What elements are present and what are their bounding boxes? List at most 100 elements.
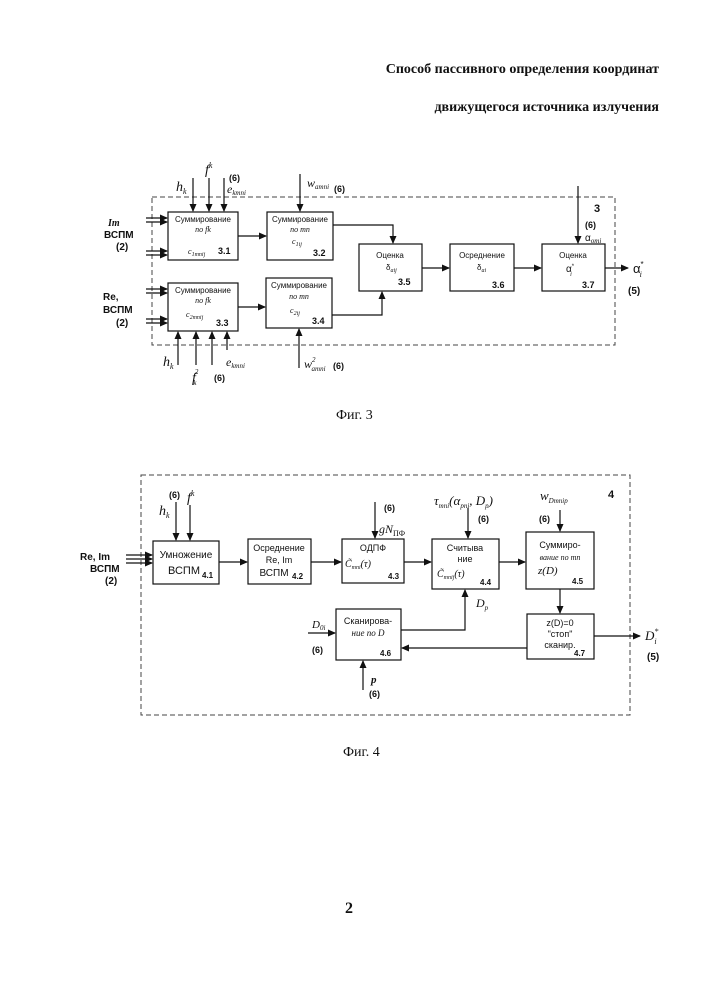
fig4-gnpf: (6) gNПФ	[379, 503, 405, 538]
svg-text:(5): (5)	[628, 286, 640, 297]
svg-text:Суммирование: Суммирование	[175, 286, 232, 295]
fig3-input-im: Im ВСПМ (2)	[104, 218, 134, 253]
svg-text:Im: Im	[107, 218, 120, 229]
svg-text:p: p	[370, 674, 377, 686]
svg-text:(6): (6)	[384, 503, 395, 513]
svg-text:Считыва: Считыва	[447, 543, 483, 553]
svg-text:hk: hk	[159, 504, 170, 520]
fig3-bottom-signals: hk f2k (6) ekmni	[163, 355, 245, 387]
svg-text:ОДПФ: ОДПФ	[360, 543, 386, 553]
svg-text:Оценка: Оценка	[559, 251, 587, 260]
fig4-input: Re, Im ВСПМ (2)	[80, 552, 120, 587]
svg-text:z(D): z(D)	[537, 565, 558, 577]
svg-text:3.6: 3.6	[492, 280, 505, 290]
svg-text:(6): (6)	[333, 361, 344, 371]
svg-text:αomi: αomi	[585, 233, 601, 245]
block-3-5: Оценка δaij 3.5	[359, 244, 422, 291]
svg-text:wamni: wamni	[307, 176, 329, 191]
fig3-caption: Фиг. 3	[336, 408, 373, 424]
svg-text:Осреднение: Осреднение	[459, 251, 505, 260]
block-4-4: Считыва ние C̃mnij(τ) 4.4	[432, 539, 499, 589]
svg-text:Оценка: Оценка	[376, 251, 404, 260]
svg-text:"стоп": "стоп"	[548, 629, 573, 639]
svg-text:Re, Im: Re, Im	[80, 552, 110, 563]
svg-text:fk: fk	[205, 161, 213, 178]
svg-text:Dp: Dp	[475, 596, 489, 612]
svg-text:ние: ние	[457, 554, 472, 564]
svg-text:ние по D: ние по D	[352, 628, 385, 638]
block-4-5: Суммиро- вание по mn z(D) 4.5	[526, 532, 594, 589]
svg-text:3.5: 3.5	[398, 277, 411, 287]
svg-text:(2): (2)	[116, 318, 128, 329]
fig4-p: p (6)	[369, 674, 380, 699]
svg-text:Re,: Re,	[103, 292, 119, 303]
svg-text:3.2: 3.2	[313, 248, 326, 258]
svg-text:ВСПМ: ВСПМ	[259, 568, 288, 579]
fig3-w-bottom: w2amni (6)	[304, 356, 344, 373]
svg-text:Суммирование: Суммирование	[271, 281, 328, 290]
svg-text:(6): (6)	[369, 689, 380, 699]
fig3-w-top: wamni (6)	[307, 176, 345, 194]
svg-text:ВСПМ: ВСПМ	[168, 565, 200, 577]
fig3-alpha-input: (6) αomi	[585, 220, 601, 245]
svg-text:D*i: D*i	[644, 627, 658, 646]
svg-text:по mn: по mn	[289, 292, 309, 301]
svg-text:по mn: по mn	[290, 225, 310, 234]
fig4-wd: wDmnip (6)	[539, 488, 568, 524]
block-4-7: z(D)=0 "стоп" сканир. 4.7	[527, 614, 594, 659]
fig3-input-re: Re, ВСПМ (2)	[103, 292, 133, 329]
svg-text:4.2: 4.2	[292, 572, 304, 581]
svg-text:(6): (6)	[478, 514, 489, 524]
svg-text:ВСПМ: ВСПМ	[104, 230, 134, 241]
block-4-3: ОДПФ C̃mni(τ) 4.3	[342, 539, 404, 583]
fig4-frame-label: 4	[608, 489, 615, 501]
block-3-2: Суммирование по mn c1ij 3.2	[267, 212, 333, 260]
svg-text:3.7: 3.7	[582, 280, 595, 290]
block-3-7: Оценка α*i 3.7	[542, 244, 605, 291]
svg-text:Осреднение: Осреднение	[253, 543, 305, 553]
svg-text:Суммирование: Суммирование	[272, 215, 329, 224]
svg-text:α*i: α*i	[633, 260, 644, 279]
svg-text:по fk: по fk	[195, 296, 211, 305]
svg-text:Умножение: Умножение	[160, 550, 213, 561]
block-4-6: Сканирова- ние по D 4.6	[336, 609, 401, 660]
svg-text:4.5: 4.5	[572, 577, 584, 586]
svg-text:z(D)=0: z(D)=0	[546, 618, 573, 628]
block-3-6: Осреднение δai 3.6	[450, 244, 514, 291]
svg-text:4.6: 4.6	[380, 649, 392, 658]
svg-text:fk: fk	[187, 489, 195, 506]
svg-text:4.7: 4.7	[574, 649, 586, 658]
svg-text:(2): (2)	[116, 242, 128, 253]
svg-text:сканир.: сканир.	[544, 640, 575, 650]
svg-text:по fk: по fk	[195, 225, 211, 234]
svg-text:3.1: 3.1	[218, 246, 231, 256]
svg-text:w2amni: w2amni	[304, 356, 326, 373]
svg-text:ekmni: ekmni	[227, 182, 246, 197]
figure-3: 3 Суммирование по fk c1mnij 3.1 Суммиров…	[103, 161, 644, 387]
svg-text:ВСПМ: ВСПМ	[90, 564, 120, 575]
fig4-output: D*i (5)	[644, 627, 659, 663]
fig4-dp: Dp	[475, 596, 489, 612]
block-4-1: Умножение ВСПМ 4.1	[153, 541, 219, 584]
svg-text:3.4: 3.4	[312, 316, 325, 326]
fig4-caption: Фиг. 4	[343, 745, 380, 761]
svg-text:wDmnip: wDmnip	[540, 488, 568, 505]
svg-text:Re, Im: Re, Im	[266, 555, 293, 565]
svg-text:hk: hk	[176, 180, 187, 196]
block-3-4: Суммирование по mn c2ij 3.4	[266, 278, 332, 328]
fig4-d0i: D0i (6)	[311, 619, 325, 655]
svg-text:(6): (6)	[334, 184, 345, 194]
fig3-top-signals: hk fk (6) ekmni	[176, 161, 246, 197]
svg-text:(6): (6)	[539, 514, 550, 524]
svg-text:D0i: D0i	[311, 619, 325, 632]
svg-text:τmni(αpni, Dp): τmni(αpni, Dp)	[434, 493, 493, 510]
svg-text:вание по mn: вание по mn	[540, 553, 581, 562]
svg-text:(2): (2)	[105, 576, 117, 587]
svg-text:4.4: 4.4	[480, 578, 492, 587]
svg-text:hk: hk	[163, 355, 174, 371]
svg-text:f2k: f2k	[192, 368, 199, 387]
svg-text:Суммирование: Суммирование	[175, 215, 232, 224]
block-3-1: Суммирование по fk c1mnij 3.1	[168, 212, 238, 260]
fig3-frame-label: 3	[594, 203, 600, 215]
svg-text:gNПФ: gNПФ	[379, 522, 405, 538]
